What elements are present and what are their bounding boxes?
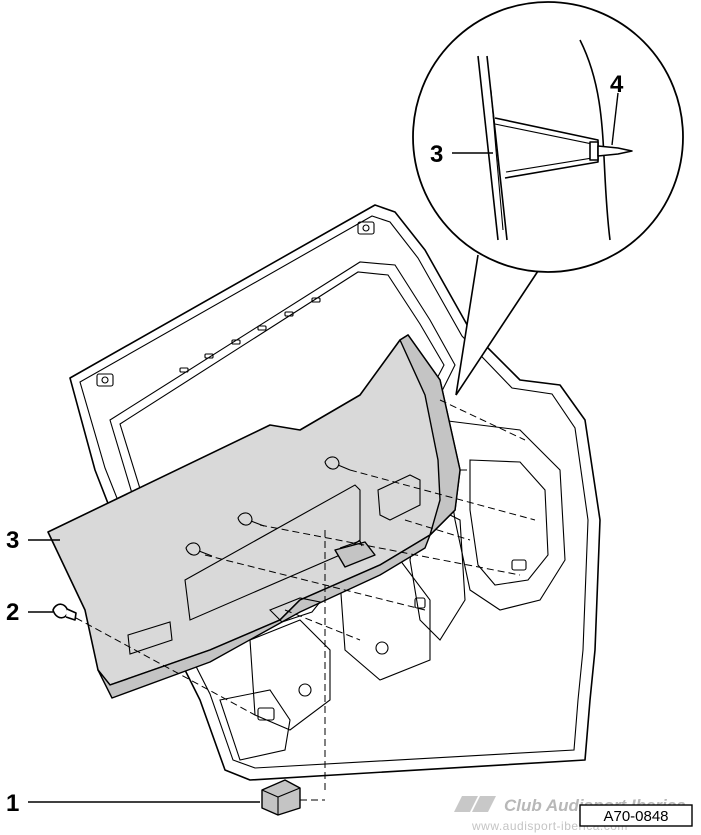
bolt-part-2: [52, 603, 77, 621]
frame-slots: [179, 297, 321, 373]
callout-3-detail: 3: [430, 141, 443, 168]
figure-code: A70-0848: [603, 808, 668, 825]
callout-2: 2: [6, 599, 19, 626]
callout-3-main: 3: [6, 527, 19, 554]
cover-cap-part-1: [261, 779, 301, 816]
leader-lines: [28, 92, 619, 803]
detail-view: [412, 1, 684, 396]
panel-bolts: [185, 456, 351, 557]
clip-icon: [589, 141, 633, 161]
assembly-lines: [75, 399, 536, 801]
tailgate-frame: [69, 204, 601, 781]
callout-1: 1: [6, 790, 19, 817]
callout-4: 4: [610, 71, 624, 98]
trim-panel: [47, 334, 461, 699]
figure-code-box: A70-0848: [579, 804, 693, 827]
